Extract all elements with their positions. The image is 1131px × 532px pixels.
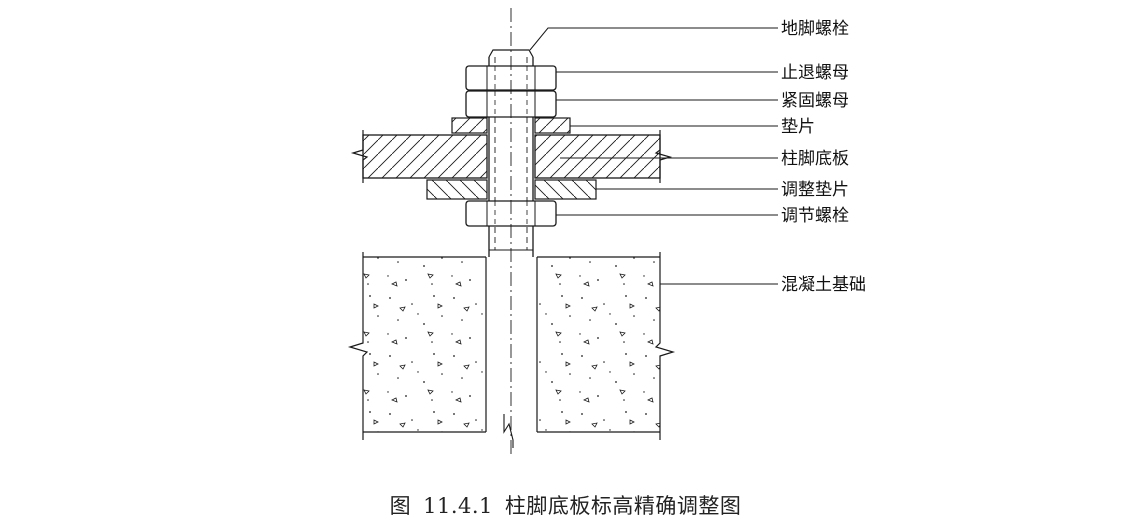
label-lock-nut: 止退螺母 bbox=[781, 63, 849, 83]
concrete-foundation bbox=[347, 252, 676, 448]
label-base-plate: 柱脚底板 bbox=[781, 149, 849, 169]
label-concrete-foundation: 混凝土基础 bbox=[781, 275, 866, 295]
label-tightening-nut: 紧固螺母 bbox=[781, 91, 849, 111]
caption-number: 11.4.1 bbox=[423, 494, 493, 518]
label-anchor-bolt: 地脚螺栓 bbox=[781, 19, 849, 39]
anchor-bolt-section-diagram: 地脚螺栓 止退螺母 紧固螺母 垫片 柱脚底板 调整垫片 调节螺栓 混凝土基础 bbox=[347, 8, 866, 458]
adjusting-shim bbox=[426, 179, 597, 200]
caption-prefix: 图 bbox=[389, 494, 412, 518]
label-washer: 垫片 bbox=[781, 117, 815, 137]
label-adjusting-bolt: 调节螺栓 bbox=[781, 206, 849, 226]
base-plate bbox=[350, 130, 673, 183]
figure-caption: 图 11.4.1 柱脚底板标高精确调整图 bbox=[0, 490, 1131, 520]
caption-title: 柱脚底板标高精确调整图 bbox=[504, 494, 742, 518]
label-adjusting-shim: 调整垫片 bbox=[781, 180, 849, 200]
leader-lines bbox=[529, 27, 778, 285]
